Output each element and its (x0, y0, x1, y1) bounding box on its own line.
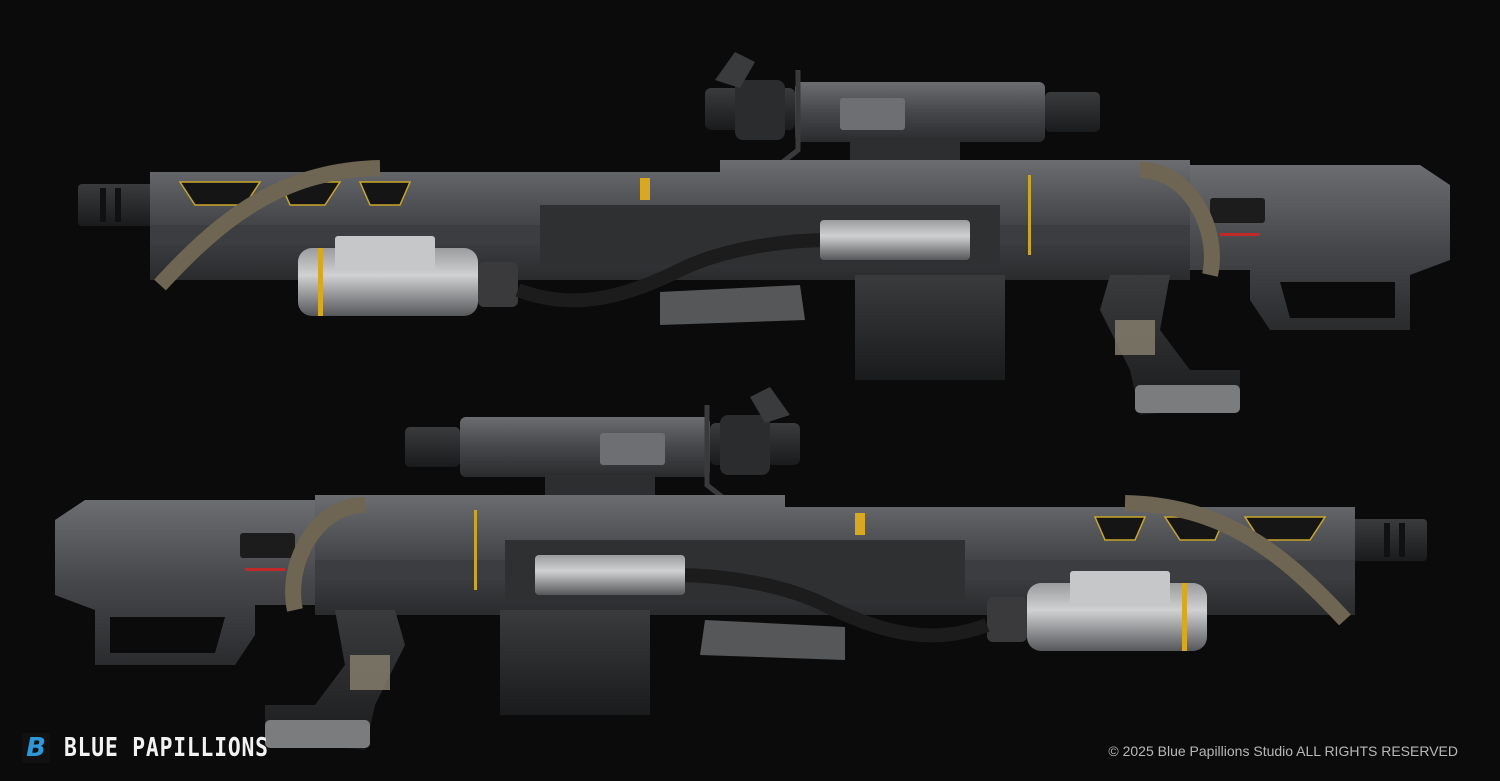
rifle-mirrored-view (55, 387, 1427, 750)
copyright-notice: © 2025 Blue Papillions Studio ALL RIGHTS… (1108, 743, 1458, 759)
brand-name: BLUE PAPILLIONS (64, 733, 269, 763)
brand-logo: B BLUE PAPILLIONS (22, 733, 314, 763)
rifle-top-view (78, 52, 1450, 415)
butterfly-b-logo-icon: B (22, 733, 50, 763)
